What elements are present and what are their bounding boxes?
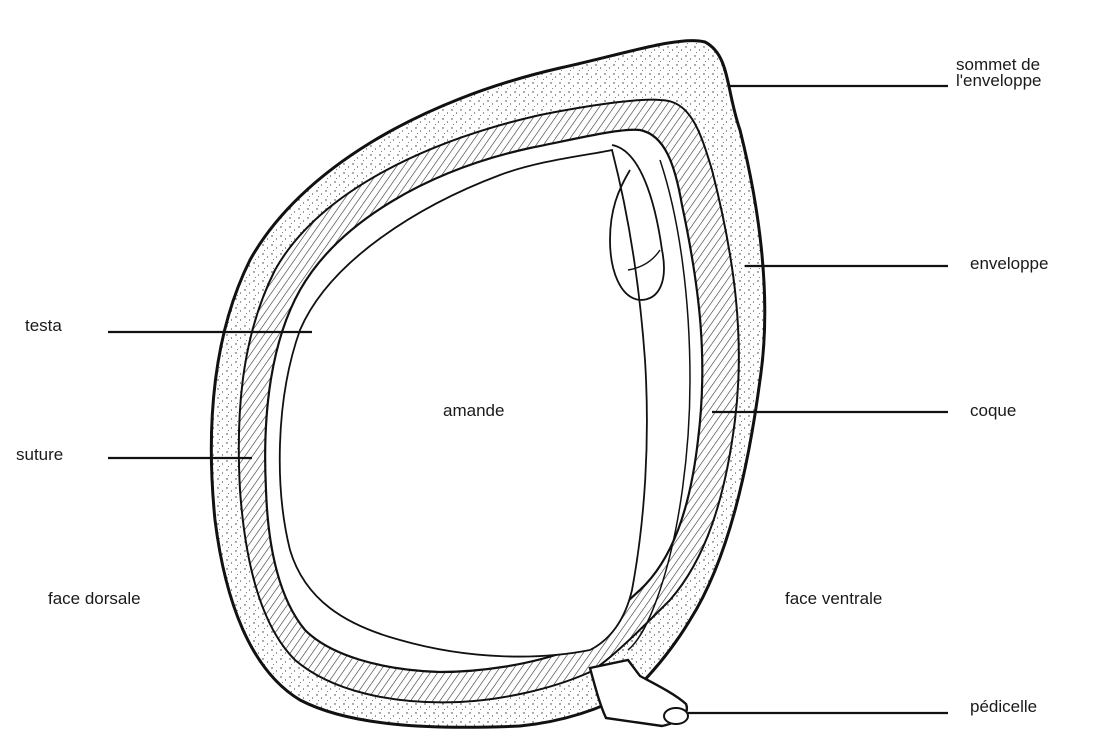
label-amande: amande	[443, 402, 504, 420]
label-face-ventrale: face ventrale	[785, 590, 882, 608]
label-face-dorsale: face dorsale	[48, 590, 141, 608]
pedicelle-end	[664, 708, 688, 724]
label-coque: coque	[970, 402, 1016, 420]
label-enveloppe: enveloppe	[970, 255, 1048, 273]
label-sommet-line2: l'enveloppe	[956, 73, 1041, 89]
label-pedicelle: pédicelle	[970, 698, 1037, 716]
label-testa: testa	[25, 317, 62, 335]
label-suture: suture	[16, 446, 63, 464]
